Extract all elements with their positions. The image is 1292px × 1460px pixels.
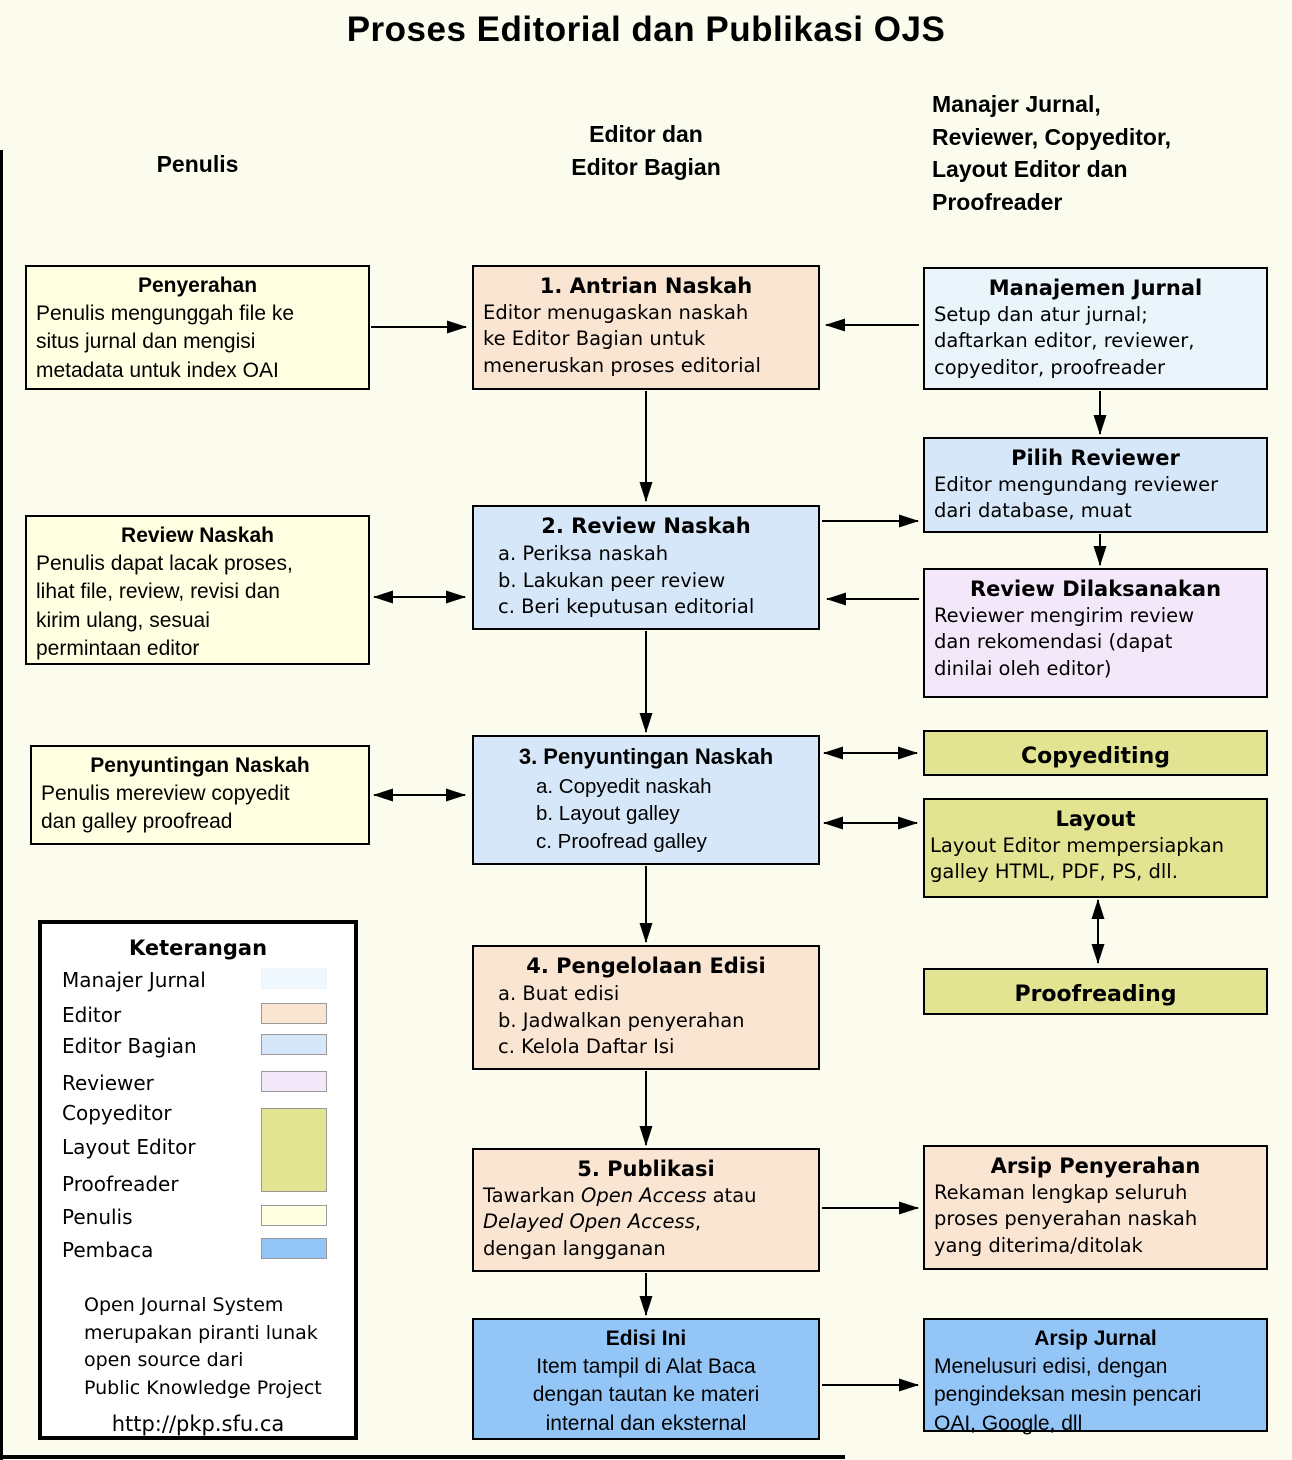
legend-footer: Open Journal System merupakan piranti lu…: [84, 1294, 322, 1399]
box-review-naskah-item: a. Periksa naskah: [498, 542, 669, 566]
legend-label-editor: Editor: [62, 1003, 122, 1027]
box-review-naskah-penulis: Review Naskah Penulis dapat lacak proses…: [25, 515, 370, 665]
box-copyediting-title: Copyediting: [1020, 743, 1171, 769]
box-arsip-jurnal: Arsip Jurnal Menelusuri edisi, dengan pe…: [923, 1318, 1268, 1435]
legend-label-pembaca: Pembaca: [62, 1238, 154, 1262]
box-arsip-penyerahan-body: Rekaman lengkap seluruh proses penyeraha…: [934, 1181, 1198, 1257]
box-publikasi-body: Tawarkan Open Access atau Delayed Open A…: [483, 1184, 757, 1260]
box-layout-title: Layout: [1055, 807, 1136, 831]
column-header-manajer-jurnal: Manajer Jurnal, Reviewer, Copyeditor, La…: [932, 91, 1172, 215]
box-proofreading-title: Proofreading: [1014, 982, 1177, 1007]
column-header-editor: Editor dan Editor Bagian: [571, 121, 721, 180]
box-review-naskah-title: 2. Review Naskah: [541, 514, 751, 538]
box-edisi-ini-title: Edisi Ini: [605, 1327, 687, 1350]
box-manajemen-jurnal: Manajemen Jurnal Setup dan atur jurnal; …: [923, 267, 1268, 390]
box-layout: Layout Layout Editor mempersiapkan galle…: [923, 798, 1268, 898]
legend-swatch-copyeditor-layout-proofreader: [261, 1108, 327, 1192]
legend-label-proofreader: Proofreader: [62, 1172, 179, 1196]
box-penyerahan: Penyerahan Penulis mengunggah file ke si…: [25, 265, 370, 390]
box-review-dilaksanakan-title: Review Dilaksanakan: [969, 577, 1222, 601]
legend: Keterangan Manajer Jurnal Editor Editor …: [38, 920, 358, 1440]
box-arsip-penyerahan-title: Arsip Penyerahan: [990, 1154, 1201, 1178]
box-pengelolaan-item: a. Buat edisi: [498, 982, 620, 1006]
left-edge-line: [0, 150, 3, 1460]
box-edisi-ini: Edisi Ini Item tampil di Alat Baca denga…: [472, 1318, 820, 1440]
box-penyerahan-title: Penyerahan: [137, 274, 258, 297]
box-review-naskah-penulis-title: Review Naskah: [121, 524, 274, 547]
box-pilih-reviewer-title: Pilih Reviewer: [1011, 446, 1180, 470]
box-review-naskah-item: b. Lakukan peer review: [498, 568, 726, 592]
legend-title: Keterangan: [128, 936, 268, 960]
legend-swatch-penulis: [261, 1205, 327, 1226]
legend-swatch-pembaca: [261, 1238, 327, 1259]
box-layout-body: Layout Editor mempersiapkan galley HTML,…: [930, 834, 1224, 884]
pkp-url-link[interactable]: http://pkp.sfu.ca: [111, 1412, 285, 1436]
box-arsip-jurnal-title: Arsip Jurnal: [1034, 1327, 1157, 1350]
box-review-dilaksanakan-body: Reviewer mengirim review dan rekomendasi…: [934, 604, 1195, 680]
legend-swatch-editor-bagian: [261, 1034, 327, 1055]
box-antrian-naskah-title: 1. Antrian Naskah: [539, 274, 753, 298]
legend-label-copyeditor: Copyeditor: [62, 1101, 172, 1125]
box-antrian-naskah: 1. Antrian Naskah Editor menugaskan nask…: [472, 265, 820, 390]
legend-swatch-reviewer: [261, 1071, 327, 1092]
box-penyuntingan-naskah-title: 3. Penyuntingan Naskah: [518, 744, 774, 769]
box-pilih-reviewer: Pilih Reviewer Editor mengundang reviewe…: [923, 437, 1268, 533]
legend-swatch-editor: [261, 1003, 327, 1024]
box-edisi-ini-body: Item tampil di Alat Baca dengan tautan k…: [532, 1355, 760, 1435]
column-header-penulis: Penulis: [156, 151, 239, 177]
box-pengelolaan-item: c. Kelola Daftar Isi: [498, 1034, 675, 1058]
box-penyuntingan-penulis: Penyuntingan Naskah Penulis mereview cop…: [30, 745, 370, 845]
box-pengelolaan-item: b. Jadwalkan penyerahan: [498, 1008, 745, 1032]
legend-label-layout-editor: Layout Editor: [62, 1135, 196, 1159]
box-penyuntingan-penulis-body: Penulis mereview copyedit dan galley pro…: [41, 782, 290, 834]
box-manajemen-jurnal-body: Setup dan atur jurnal; daftarkan editor,…: [934, 303, 1195, 379]
legend-label-manajer-jurnal: Manajer Jurnal: [62, 968, 206, 992]
box-penyerahan-body: Penulis mengunggah file ke situs jurnal …: [36, 302, 295, 382]
page-title: Proses Editorial dan Publikasi OJS: [346, 10, 946, 49]
box-pengelolaan-edisi: 4. Pengelolaan Edisi a. Buat edisi b. Ja…: [472, 945, 820, 1070]
box-arsip-jurnal-body: Menelusuri edisi, dengan pengindeksan me…: [934, 1355, 1202, 1435]
box-penyuntingan-item: a. Copyedit naskah: [536, 774, 712, 798]
box-penyuntingan-item: b. Layout galley: [536, 802, 680, 826]
box-review-dilaksanakan: Review Dilaksanakan Reviewer mengirim re…: [923, 568, 1268, 698]
box-publikasi-title: 5. Publikasi: [577, 1157, 715, 1181]
box-review-naskah-item: c. Beri keputusan editorial: [498, 594, 755, 618]
bottom-edge-line: [0, 1455, 845, 1459]
box-review-naskah-penulis-body: Penulis dapat lacak proses, lihat file, …: [36, 552, 293, 660]
box-penyuntingan-penulis-title: Penyuntingan Naskah: [90, 754, 310, 777]
box-antrian-naskah-body: Editor menugaskan naskah ke Editor Bagia…: [483, 301, 761, 377]
box-manajemen-jurnal-title: Manajemen Jurnal: [988, 276, 1203, 300]
legend-label-editor-bagian: Editor Bagian: [62, 1034, 197, 1058]
box-pilih-reviewer-body: Editor mengundang reviewer dari database…: [934, 473, 1219, 523]
box-pengelolaan-edisi-title: 4. Pengelolaan Edisi: [526, 954, 766, 978]
legend-swatch-manajer-jurnal: [261, 968, 327, 989]
box-arsip-penyerahan: Arsip Penyerahan Rekaman lengkap seluruh…: [923, 1145, 1268, 1270]
box-penyuntingan-naskah: 3. Penyuntingan Naskah a. Copyedit naska…: [472, 735, 820, 865]
box-publikasi: 5. Publikasi Tawarkan Open Access atau D…: [472, 1148, 820, 1272]
box-proofreading: Proofreading: [923, 968, 1268, 1015]
box-penyuntingan-item: c. Proofread galley: [536, 829, 707, 853]
legend-label-penulis: Penulis: [62, 1205, 133, 1229]
box-review-naskah: 2. Review Naskah a. Periksa naskah b. La…: [472, 505, 820, 630]
legend-label-reviewer: Reviewer: [62, 1071, 154, 1095]
box-copyediting: Copyediting: [923, 730, 1268, 776]
